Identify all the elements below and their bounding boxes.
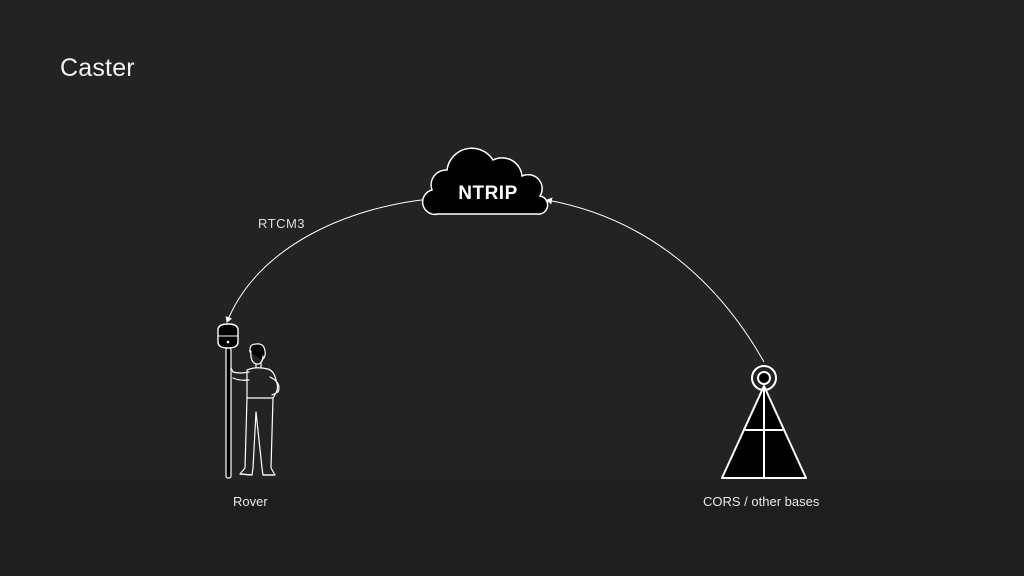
connection-label: RTCM3	[258, 216, 306, 231]
base-station-tower-icon	[721, 365, 807, 479]
cloud-icon: NTRIP	[421, 147, 549, 216]
gnss-receiver-icon	[217, 323, 239, 349]
connection-arrow-to-rover	[225, 198, 431, 323]
cloud-label: NTRIP	[458, 183, 518, 204]
surveyor-with-gnss-pole-icon	[217, 323, 280, 479]
connection-arrow-from-base	[546, 197, 765, 363]
ground-band	[0, 480, 1024, 576]
page-title: Caster	[60, 54, 135, 82]
base-station-label: CORS / other bases	[703, 494, 820, 509]
rover-label: Rover	[233, 494, 268, 509]
surveyor-person-icon	[230, 343, 280, 476]
